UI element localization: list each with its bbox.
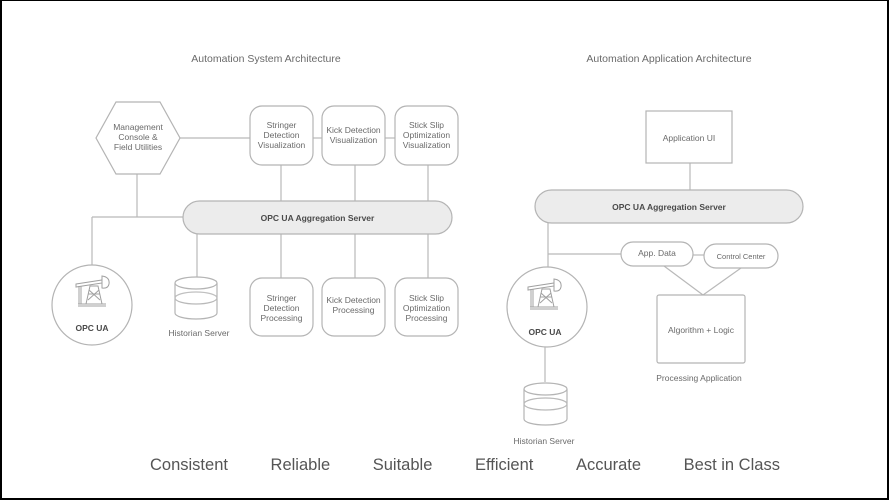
node-label: Kick Detection xyxy=(326,295,381,305)
app-data-label: App. Data xyxy=(638,248,676,258)
node-label: Kick Detection xyxy=(326,125,381,135)
app-data-node[interactable]: App. Data xyxy=(620,241,694,267)
opc-ua-label: OPC UA xyxy=(75,323,108,333)
value-suitable: Suitable xyxy=(372,456,433,474)
values-footer: Consistent Reliable Suitable Efficient A… xyxy=(150,456,780,480)
node-label: Visualization xyxy=(258,140,306,150)
node-label: Detection xyxy=(264,303,300,313)
value-accurate: Accurate xyxy=(575,456,642,474)
aggregation-label: OPC UA Aggregation Server xyxy=(612,202,726,212)
stringer-detection-visualization-node[interactable]: Stringer Detection Visualization xyxy=(249,105,314,166)
value-best-in-class: Best in Class xyxy=(683,456,780,474)
right-historian-server-node[interactable]: Historian Server xyxy=(514,382,575,446)
right-opc-ua-node[interactable]: OPC UA xyxy=(506,266,588,348)
node-label: Stick Slip xyxy=(409,293,444,303)
value-efficient: Efficient xyxy=(474,456,534,474)
management-label-line3: Field Utilities xyxy=(114,142,162,152)
node-label: Stringer xyxy=(267,293,297,303)
right-aggregation-server-node[interactable]: OPC UA Aggregation Server xyxy=(534,189,804,224)
stringer-detection-processing-node[interactable]: Stringer Detection Processing xyxy=(249,277,314,337)
algorithm-label: Algorithm + Logic xyxy=(668,325,735,335)
left-opc-ua-node[interactable]: OPC UA xyxy=(51,264,133,346)
value-reliable: Reliable xyxy=(270,456,331,474)
right-title: Automation Application Architecture xyxy=(586,53,751,65)
right-connectors xyxy=(544,163,742,382)
algorithm-logic-node[interactable]: Algorithm + Logic xyxy=(656,294,746,364)
node-label: Visualization xyxy=(403,140,451,150)
node-label: Processing xyxy=(260,313,302,323)
kick-detection-visualization-node[interactable]: Kick Detection Visualization xyxy=(321,105,386,166)
control-center-label: Control Center xyxy=(717,252,766,261)
node-label: Stringer xyxy=(267,120,297,130)
processing-application-label: Processing Application xyxy=(656,373,742,383)
stick-slip-processing-node[interactable]: Stick Slip Optimization Processing xyxy=(394,277,459,337)
left-historian-server-node[interactable]: Historian Server xyxy=(169,276,230,338)
node-label: Optimization xyxy=(403,130,451,140)
opc-ua-label: OPC UA xyxy=(528,327,561,337)
node-label: Processing xyxy=(332,305,374,315)
node-label: Processing xyxy=(405,313,447,323)
management-console-node[interactable]: Management Console & Field Utilities xyxy=(95,101,181,175)
node-label: Optimization xyxy=(403,303,451,313)
left-connectors xyxy=(91,137,429,278)
kick-detection-processing-node[interactable]: Kick Detection Processing xyxy=(321,277,386,337)
database-icon xyxy=(174,276,218,320)
aggregation-label: OPC UA Aggregation Server xyxy=(261,213,375,223)
management-label-line1: Management xyxy=(113,122,163,132)
value-consistent: Consistent xyxy=(150,456,228,474)
node-label: Detection xyxy=(264,130,300,140)
control-center-node[interactable]: Control Center xyxy=(703,243,779,269)
left-title: Automation System Architecture xyxy=(191,53,341,65)
left-aggregation-server-node[interactable]: OPC UA Aggregation Server xyxy=(182,200,453,235)
stick-slip-visualization-node[interactable]: Stick Slip Optimization Visualization xyxy=(394,105,459,166)
management-label-line2: Console & xyxy=(118,132,158,142)
historian-label: Historian Server xyxy=(514,436,575,446)
database-icon xyxy=(523,382,568,426)
application-ui-node[interactable]: Application UI xyxy=(645,110,733,164)
application-ui-label: Application UI xyxy=(663,133,715,143)
node-label: Stick Slip xyxy=(409,120,444,130)
node-label: Visualization xyxy=(330,135,378,145)
historian-label: Historian Server xyxy=(169,328,230,338)
